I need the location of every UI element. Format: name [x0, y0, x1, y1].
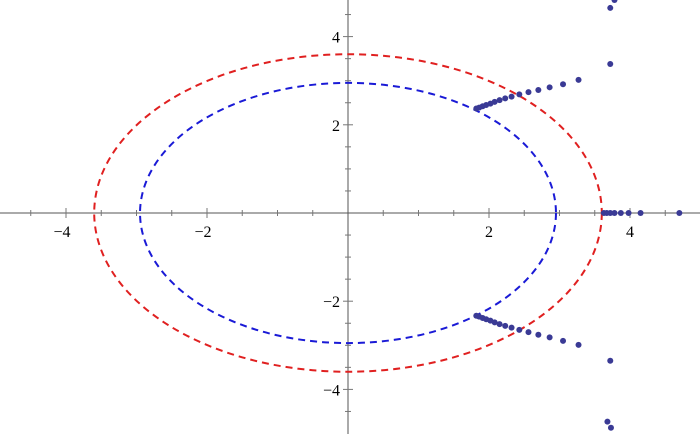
data-point [496, 321, 503, 328]
data-point [607, 4, 614, 11]
data-point [546, 334, 553, 341]
inner-blue-dashed-circle [139, 81, 557, 345]
data-point [502, 95, 509, 102]
y-tick-label: −2 [323, 294, 340, 311]
y-tick-label: −4 [323, 382, 340, 399]
data-point [617, 210, 624, 216]
data-point [607, 357, 614, 364]
data-point [560, 337, 567, 344]
data-point [611, 0, 618, 3]
tick-marks [30, 14, 666, 412]
data-point [560, 81, 567, 88]
x-tick-label: −2 [194, 224, 211, 241]
data-point [491, 319, 498, 326]
data-point [607, 60, 614, 67]
data-point [575, 341, 582, 348]
data-point [575, 76, 582, 83]
tick-labels: −4 −2 2 4 −4 −2 2 4 [53, 30, 634, 400]
data-point [535, 86, 542, 93]
data-point [491, 98, 498, 105]
data-point [508, 324, 515, 331]
data-point [607, 424, 614, 431]
data-point [525, 89, 532, 96]
x-tick-label: 2 [485, 224, 493, 241]
data-point [516, 91, 523, 98]
data-point [611, 210, 618, 216]
data-point [625, 210, 632, 216]
data-point [525, 329, 532, 336]
data-point [607, 210, 614, 216]
y-tick-label: 4 [332, 30, 340, 47]
data-points [473, 0, 683, 431]
data-point [496, 97, 503, 104]
y-tick-label: 2 [332, 118, 340, 135]
data-point [546, 84, 553, 91]
data-point [676, 210, 683, 216]
x-tick-label: 4 [626, 224, 634, 241]
data-point [502, 322, 509, 329]
data-point [637, 210, 644, 216]
data-point [535, 331, 542, 338]
x-tick-label: −4 [53, 224, 70, 241]
data-point [604, 418, 611, 425]
data-point [508, 93, 515, 100]
data-point [516, 326, 523, 333]
